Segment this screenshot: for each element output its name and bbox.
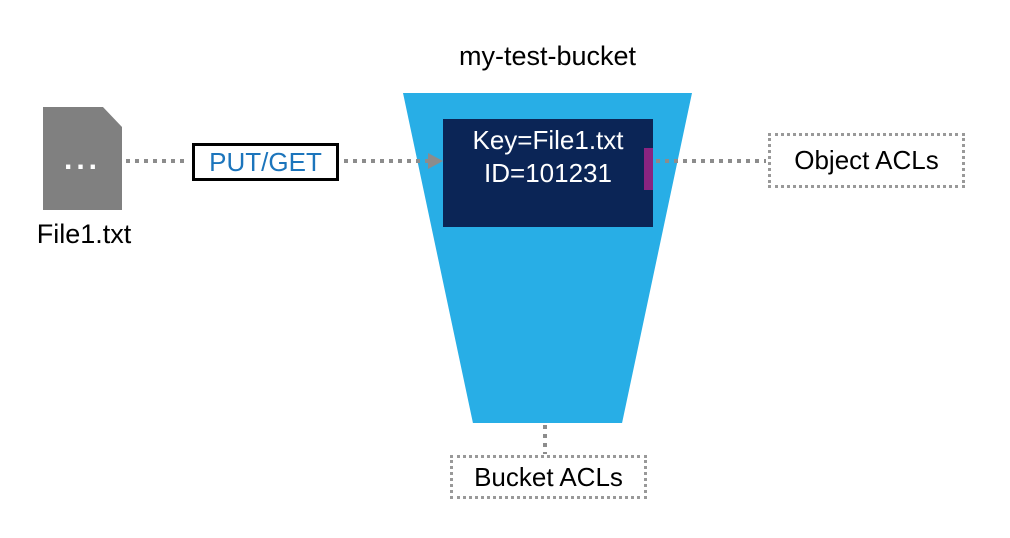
file-document-icon: ... [43,107,122,210]
object-key-label: Key=File1.txt [472,125,624,155]
object-id-label: ID=101231 [484,158,612,188]
connector-operation-to-object [344,159,428,163]
bucket-acls-box: Bucket ACLs [450,455,647,499]
arrow-right-icon [428,153,443,169]
connector-object-to-object-acls [656,159,766,163]
bucket-object: Key=File1.txt ID=101231 [443,119,653,227]
bucket-object-text: Key=File1.txt ID=101231 [443,119,653,190]
object-acls-box: Object ACLs [768,133,965,188]
connector-bucket-to-bucket-acls [543,425,547,454]
file-name-label: File1.txt [36,219,132,249]
file-ellipsis-icon: ... [63,143,101,176]
object-acl-marker [644,148,653,190]
bucket-title: my-test-bucket [458,41,637,71]
connector-file-to-operation [126,159,187,163]
put-get-operation-box: PUT/GET [192,143,339,181]
